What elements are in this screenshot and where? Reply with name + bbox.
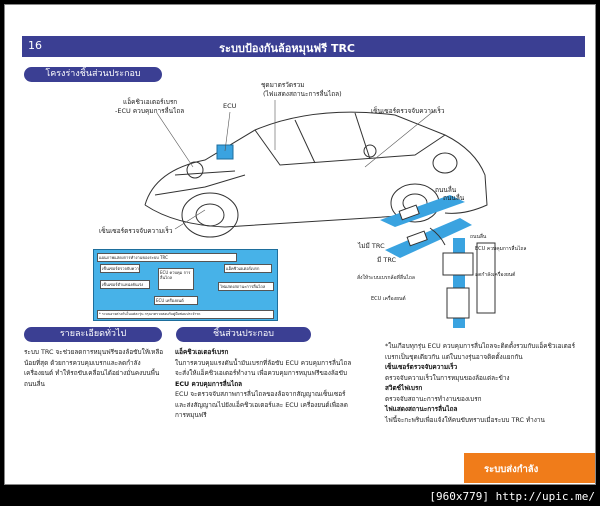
right-heading-switch: สวิตช์ไฟเบรก <box>385 384 423 392</box>
right-text: *ในเกือบทุกรุ่น ECU ควบคุมการลื่นไถลจะติ… <box>385 341 585 425</box>
flow-box-actuator: แอ็คชิวเอเตอร์เบรก <box>224 264 272 273</box>
right-paragraph-switch: ตรวจจับสถานะการทำงานของเบรก <box>385 394 482 403</box>
function-heading-actuator: แอ็คชิวเอเตอร์เบรก <box>175 348 229 356</box>
label-meter-lamp: (ไฟแสดงสถานะการลื่นไถล) <box>263 90 342 98</box>
label-r1: ถนนลื่น <box>470 234 487 240</box>
right-heading-sensor: เซ็นเซอร์ตรวจจับความเร็ว <box>385 363 458 371</box>
label-r5: ลดกำลังเครื่องยนต์ <box>475 272 516 278</box>
section-tab-orange: ระบบส่งกำลัง <box>464 453 595 483</box>
flow-box-throttle: เซ็นเซอร์ตำแหน่งคันเร่ง <box>100 280 150 289</box>
right-paragraph-sensor: ตรวจจับความเร็วในการหมุนของล้อแต่ละข้าง <box>385 373 510 382</box>
flow-diagram: แผนภาพแสดงการทำงานของระบบ TRC เซ็นเซอร์ต… <box>93 249 278 321</box>
manual-page: 16 ระบบป้องกันล้อหมุนฟรี TRC โครงร่างชิ้… <box>4 4 596 485</box>
page-number: 16 <box>28 39 42 52</box>
flow-box-engine-ecu: ECU เครื่องยนต์ <box>154 296 198 305</box>
right-paragraph-lamp: ไฟนี้จะกะพริบเพื่อแจ้งให้คนขับทราบเมื่อร… <box>385 415 545 424</box>
label-sensor-front: เซ็นเซอร์ตรวจจับความเร็ว <box>99 227 173 235</box>
label-no-trc: ไม่มี TRC <box>358 242 385 250</box>
function-heading-ecu: ECU ควบคุมการลื่นไถล <box>175 379 243 388</box>
car-illustration <box>144 111 488 238</box>
label-slip-1: ถนนลื่น <box>435 186 457 194</box>
page-header: 16 ระบบป้องกันล้อหมุนฟรี TRC <box>22 36 585 57</box>
trc-system-illustration <box>442 238 496 328</box>
label-r2: ECU ควบคุมการลื่นไถล <box>475 246 527 252</box>
label-actuator-ecu: -ECU ควบคุมการลื่นไถล <box>115 107 185 115</box>
label-r3: สั่งให้ระบบเบรกล้อที่ลื่นไถล <box>357 275 415 281</box>
label-with-trc: มี TRC <box>377 256 397 264</box>
label-ecu: ECU <box>223 102 237 110</box>
label-meter: ชุดมาตรวัดรวม <box>261 81 305 89</box>
flow-box-ecu: ECU ควบคุม การลื่นไถล <box>158 268 194 290</box>
section-overview-heading: รายละเอียดทั่วไป <box>24 327 162 342</box>
overview-text: ระบบ TRC จะช่วยลดการหมุนฟรีของล้อขับให้เ… <box>24 348 164 388</box>
orange-tab-label: ระบบส่งกำลัง <box>484 464 539 475</box>
label-r4: ECU เครื่องยนต์ <box>371 296 406 302</box>
flow-box-sensor: เซ็นเซอร์ตรวจจับความเร็ว <box>100 264 140 273</box>
flow-title: แผนภาพแสดงการทำงานของระบบ TRC <box>97 253 237 262</box>
right-note: *ในเกือบทุกรุ่น ECU ควบคุมการลื่นไถลจะติ… <box>385 342 576 361</box>
flow-box-lamp: ไฟแสดงสถานะการลื่นไถล <box>218 282 274 291</box>
page-title: ระบบป้องกันล้อหมุนฟรี TRC <box>219 42 355 55</box>
leader-lines <box>156 100 436 230</box>
label-sensor-rear: เซ็นเซอร์ตรวจจับความเร็ว <box>371 107 445 115</box>
image-host-watermark: [960x779] http://upic.me/ <box>429 490 595 503</box>
section-function-heading: ชิ้นส่วนประกอบ <box>176 327 311 342</box>
slip-road-illustration <box>380 195 472 258</box>
section-parts-heading: โครงร่างชิ้นส่วนประกอบ <box>24 67 162 82</box>
function-paragraph-ecu: ECU จะตรวจจับสภาพการลื่นไถลของล้อจากสัญญ… <box>175 390 348 419</box>
flow-note: * ระบบอาจต่างกันในแต่ละรุ่น กรุณาตรวจสอบ… <box>97 310 274 319</box>
function-text: แอ็คชิวเอเตอร์เบรก ในการควบคุมแรงดันน้ำม… <box>175 347 355 421</box>
right-heading-lamp: ไฟแสดงสถานะการลื่นไถล <box>385 405 458 413</box>
label-actuator: แอ็คชิวเอเตอร์เบรก <box>123 98 178 106</box>
label-slip-2: ถนนลื่น <box>443 194 465 202</box>
function-paragraph-actuator: ในการควบคุมแรงดันน้ำมันเบรกที่ล้อขับ ECU… <box>175 358 352 378</box>
